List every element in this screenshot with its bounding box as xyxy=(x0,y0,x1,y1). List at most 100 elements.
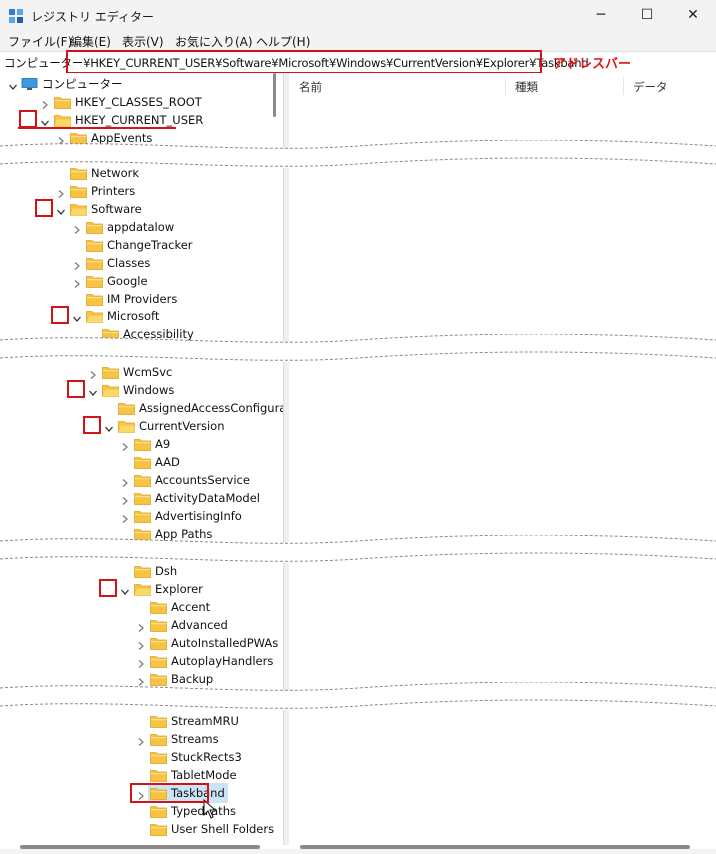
tree-node[interactable]: Dsh xyxy=(104,562,283,580)
tree-node[interactable]: TabletMode xyxy=(120,766,283,784)
tree-node[interactable]: StreamMRU xyxy=(120,712,283,730)
close-button[interactable]: ✕ xyxy=(687,7,699,23)
tree-node-label: A9 xyxy=(155,437,171,451)
chevron-right-icon[interactable] xyxy=(136,620,146,632)
tree-node[interactable]: IM Providers xyxy=(56,290,283,308)
chevron-down-icon[interactable] xyxy=(120,584,130,595)
menu-favorites[interactable]: お気に入り(A) xyxy=(175,35,253,49)
tree-node[interactable]: Network xyxy=(40,164,283,182)
omission-break xyxy=(0,140,716,170)
tree-node[interactable]: AutoplayHandlers xyxy=(120,652,283,670)
annotation-box xyxy=(19,110,37,128)
tree-node[interactable]: App Paths xyxy=(104,525,283,543)
tree-node-label: StuckRects3 xyxy=(171,750,242,764)
chevron-right-icon[interactable] xyxy=(56,186,66,198)
menu-view[interactable]: 表示(V) xyxy=(122,35,164,49)
menu-edit[interactable]: 編集(E) xyxy=(70,35,111,49)
tree-node[interactable]: Accessibility xyxy=(72,325,283,343)
tree-node-label: Printers xyxy=(91,184,136,198)
tree-node[interactable]: AutoInstalledPWAs xyxy=(120,634,283,652)
chevron-right-icon[interactable] xyxy=(136,674,146,686)
annotation-box xyxy=(35,199,53,217)
maximize-button[interactable]: ☐ xyxy=(640,7,654,23)
tree-vertical-scrollbar[interactable] xyxy=(273,73,276,117)
folder-icon xyxy=(70,167,87,180)
folder-icon xyxy=(54,114,71,127)
tree-node[interactable]: Streams xyxy=(120,730,283,748)
folder-icon xyxy=(86,275,103,288)
tree-node[interactable]: AccountsService xyxy=(104,471,283,489)
chevron-right-icon[interactable] xyxy=(72,258,82,270)
chevron-right-icon[interactable] xyxy=(136,656,146,668)
chevron-right-icon[interactable] xyxy=(72,222,82,234)
omission-break xyxy=(0,334,716,364)
chevron-right-icon[interactable] xyxy=(136,638,146,650)
chevron-right-icon[interactable] xyxy=(88,367,98,379)
chevron-down-icon[interactable] xyxy=(88,385,98,396)
folder-icon xyxy=(102,384,119,397)
tree-node[interactable]: Advanced xyxy=(120,616,283,634)
menu-help[interactable]: ヘルプ(H) xyxy=(256,35,311,49)
tree-node-label: ChangeTracker xyxy=(107,238,193,252)
tree-node[interactable]: Software xyxy=(40,200,283,218)
column-name[interactable]: 名前 xyxy=(299,80,322,94)
chevron-right-icon[interactable] xyxy=(120,511,130,523)
tree-node[interactable]: HKEY_CURRENT_USER xyxy=(24,111,283,129)
tree-node[interactable]: HKEY_CLASSES_ROOT xyxy=(24,93,283,111)
tree-node-label: StreamMRU xyxy=(171,714,239,728)
tree-node[interactable]: A9 xyxy=(104,435,283,453)
chevron-right-icon[interactable] xyxy=(40,97,50,109)
chevron-right-icon[interactable] xyxy=(136,788,146,800)
folder-icon xyxy=(134,583,151,596)
chevron-down-icon[interactable] xyxy=(104,421,114,432)
minimize-button[interactable]: ─ xyxy=(596,7,606,23)
tree-node[interactable]: Microsoft xyxy=(56,307,283,325)
tree-node[interactable]: AssignedAccessConfiguratio xyxy=(88,399,283,417)
tree-node[interactable]: AdvertisingInfo xyxy=(104,507,283,525)
tree-node-label: コンピューター xyxy=(42,77,123,91)
chevron-right-icon[interactable] xyxy=(72,276,82,288)
address-path[interactable]: コンピューター¥HKEY_CURRENT_USER¥Software¥Micro… xyxy=(4,56,589,70)
folder-icon xyxy=(86,257,103,270)
tree-node[interactable]: Classes xyxy=(56,254,283,272)
tree-node[interactable]: Printers xyxy=(40,182,283,200)
list-horizontal-scrollbar[interactable] xyxy=(300,845,690,849)
tree-node[interactable]: Windows xyxy=(72,381,283,399)
tree-node[interactable]: ChangeTracker xyxy=(56,236,283,254)
chevron-right-icon[interactable] xyxy=(120,493,130,505)
chevron-right-icon[interactable] xyxy=(120,475,130,487)
tree-node[interactable]: StuckRects3 xyxy=(120,748,283,766)
annotation-box xyxy=(130,783,209,803)
computer-icon xyxy=(21,78,38,91)
tree-node-label: Taskband xyxy=(171,786,225,800)
menu-file[interactable]: ファイル(F) xyxy=(8,35,73,49)
tree-node[interactable]: Backup xyxy=(120,670,283,688)
tree-node[interactable]: Explorer xyxy=(104,580,283,598)
tree-node[interactable]: CurrentVersion xyxy=(88,417,283,435)
tree-node[interactable]: WcmSvc xyxy=(72,363,283,381)
chevron-down-icon[interactable] xyxy=(8,79,18,90)
tree-node[interactable]: Accent xyxy=(120,598,283,616)
annotation-box xyxy=(51,306,69,324)
tree-node[interactable]: Google xyxy=(56,272,283,290)
chevron-down-icon[interactable] xyxy=(72,311,82,322)
folder-icon xyxy=(150,637,167,650)
tree-node[interactable]: appdatalow xyxy=(56,218,283,236)
column-type[interactable]: 種類 xyxy=(515,80,538,94)
tree-node[interactable]: ActivityDataModel xyxy=(104,489,283,507)
folder-icon xyxy=(150,619,167,632)
tree-horizontal-scrollbar[interactable] xyxy=(20,845,260,849)
chevron-down-icon[interactable] xyxy=(56,204,66,215)
tree-node[interactable]: TypedPaths xyxy=(120,802,283,820)
folder-icon xyxy=(54,96,71,109)
chevron-right-icon[interactable] xyxy=(120,439,130,451)
chevron-down-icon[interactable] xyxy=(40,115,50,126)
column-data[interactable]: データ xyxy=(633,80,668,94)
folder-icon xyxy=(150,673,167,686)
tree-node[interactable]: AAD xyxy=(104,453,283,471)
tree-node[interactable]: コンピューター xyxy=(8,75,283,93)
tree-node-label: WcmSvc xyxy=(123,365,173,379)
tree-node[interactable]: User Shell Folders xyxy=(120,820,283,838)
chevron-right-icon[interactable] xyxy=(136,734,146,746)
tree-node[interactable]: AppEvents xyxy=(40,129,283,147)
